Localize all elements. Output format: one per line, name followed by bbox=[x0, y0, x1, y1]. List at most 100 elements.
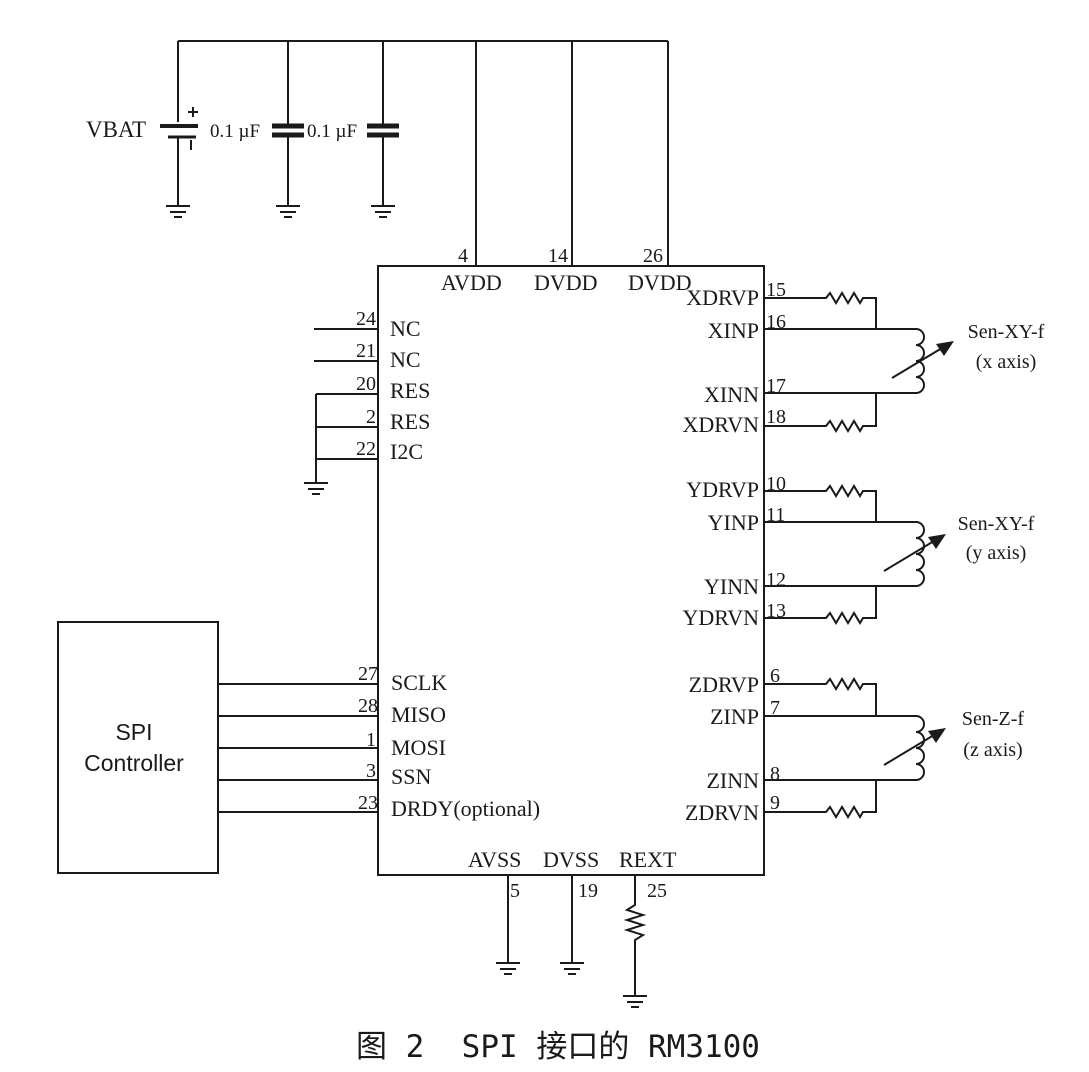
pin-number: 23 bbox=[358, 792, 378, 814]
pin-number: 9 bbox=[770, 792, 780, 814]
pin-number: 11 bbox=[766, 504, 785, 526]
pin-label: MOSI bbox=[391, 735, 446, 760]
pin-label: I2C bbox=[390, 439, 423, 464]
sensor-coil bbox=[915, 521, 925, 587]
pin-number: 14 bbox=[548, 245, 568, 267]
pin-label: XDRVN bbox=[683, 412, 760, 437]
figure-caption: 图 2 SPI 接口的 RM3100 bbox=[356, 1029, 760, 1065]
sensor-axis: (z axis) bbox=[963, 739, 1022, 761]
pin-number: 28 bbox=[358, 695, 378, 717]
pin-label: XINP bbox=[708, 318, 759, 343]
battery-symbol bbox=[160, 41, 198, 205]
right-pins: XDRVP 15 XINP 16 XINN 17 XDRVN 18 YDRVP … bbox=[683, 279, 786, 825]
sensor-network-x bbox=[764, 291, 954, 433]
drive-resistor bbox=[764, 291, 877, 329]
power-supply-network: VBAT 0.1 µF 0.1 µF bbox=[86, 40, 669, 266]
bottom-pins: AVSS DVSS REXT 5 19 25 bbox=[468, 847, 677, 1008]
pin-label: REXT bbox=[619, 847, 677, 872]
sensor-coil bbox=[915, 715, 925, 781]
pin-number: 6 bbox=[770, 665, 780, 687]
pin-number: 26 bbox=[643, 245, 663, 267]
pin-number: 8 bbox=[770, 763, 780, 785]
pin-number: 10 bbox=[766, 473, 786, 495]
pin-number: 7 bbox=[770, 697, 780, 719]
ground-symbol bbox=[304, 482, 328, 495]
ground-symbol bbox=[371, 205, 395, 218]
controller-label-line1: SPI bbox=[115, 719, 152, 745]
pin-label: YDRVN bbox=[683, 605, 760, 630]
pin-label: ZINN bbox=[706, 768, 759, 793]
pin-label: AVDD bbox=[441, 270, 502, 295]
pin-label: XINN bbox=[704, 382, 759, 407]
pin-number: 21 bbox=[356, 340, 376, 362]
drive-resistor bbox=[764, 780, 877, 819]
ground-symbol bbox=[166, 205, 190, 218]
adjust-arrow bbox=[883, 540, 935, 572]
capacitor-1-label: 0.1 µF bbox=[210, 121, 260, 142]
sensor-network-y bbox=[764, 484, 946, 625]
sensor-network-z bbox=[764, 677, 946, 819]
capacitor-1 bbox=[272, 41, 304, 205]
pin-label: RES bbox=[390, 409, 430, 434]
pin-label: XDRVP bbox=[686, 285, 759, 310]
sensor-axis: (x axis) bbox=[976, 351, 1037, 373]
pin-number: 25 bbox=[647, 880, 667, 902]
pin-label: ZDRVN bbox=[685, 800, 759, 825]
pin-label: NC bbox=[390, 347, 421, 372]
pin-label: ZINP bbox=[710, 704, 759, 729]
spi-bus: 27 SCLK 28 MISO 1 MOSI 3 SSN 23 DRDY(opt… bbox=[218, 663, 540, 821]
ground-symbol bbox=[276, 205, 300, 218]
pin-number: 18 bbox=[766, 406, 786, 428]
pin-label: SSN bbox=[391, 764, 431, 789]
drive-resistor bbox=[764, 586, 877, 625]
capacitor-2 bbox=[367, 41, 399, 205]
rext-resistor bbox=[623, 875, 647, 995]
drive-resistor bbox=[764, 484, 877, 522]
ground-symbol bbox=[560, 962, 584, 975]
sensor-name: Sen-Z-f bbox=[962, 708, 1025, 730]
pin-number: 5 bbox=[510, 880, 520, 902]
adjust-arrow bbox=[891, 347, 943, 379]
arrowhead bbox=[928, 534, 946, 549]
pin-number: 17 bbox=[766, 375, 786, 397]
arrowhead bbox=[928, 728, 946, 743]
top-pins: 4 AVDD 14 DVDD 26 DVDD bbox=[441, 245, 692, 295]
sensor-coil bbox=[915, 328, 925, 394]
pin-label: DVSS bbox=[543, 847, 599, 872]
pin-label: NC bbox=[390, 316, 421, 341]
capacitor-2-label: 0.1 µF bbox=[307, 121, 357, 142]
pin-number: 20 bbox=[356, 373, 376, 395]
adjust-arrow bbox=[883, 734, 935, 766]
pin-label: DVDD bbox=[628, 270, 692, 295]
pin-label: DVDD bbox=[534, 270, 598, 295]
pin-label: SCLK bbox=[391, 670, 447, 695]
sensor-name: Sen-XY-f bbox=[968, 321, 1045, 343]
pin-label: MISO bbox=[391, 702, 446, 727]
pin-number: 27 bbox=[358, 663, 378, 685]
pin-label: YINP bbox=[708, 510, 759, 535]
pin-number: 4 bbox=[458, 245, 468, 267]
ground-symbol bbox=[623, 995, 647, 1008]
pin-number: 24 bbox=[356, 308, 376, 330]
left-config-pins: 24 NC 21 NC 20 RES 2 RES 22 I2C bbox=[304, 308, 430, 495]
ground-symbol bbox=[496, 962, 520, 975]
pin-label: RES bbox=[390, 378, 430, 403]
pin-number: 16 bbox=[766, 311, 786, 333]
arrowhead bbox=[936, 341, 954, 356]
pin-number: 22 bbox=[356, 438, 376, 460]
pin-label: AVSS bbox=[468, 847, 521, 872]
sensor-axis: (y axis) bbox=[966, 542, 1027, 564]
spi-controller-box bbox=[57, 621, 219, 874]
pin-number: 12 bbox=[766, 569, 786, 591]
controller-label-line2: Controller bbox=[84, 750, 184, 776]
pin-number: 15 bbox=[766, 279, 786, 301]
pin-number: 1 bbox=[366, 729, 376, 751]
drive-resistor bbox=[764, 393, 877, 433]
sensor-name: Sen-XY-f bbox=[958, 513, 1035, 535]
pin-number: 19 bbox=[578, 880, 598, 902]
pin-label: YINN bbox=[704, 574, 759, 599]
drive-resistor bbox=[764, 677, 877, 716]
battery-label: VBAT bbox=[86, 117, 146, 142]
pin-number: 3 bbox=[366, 760, 376, 782]
